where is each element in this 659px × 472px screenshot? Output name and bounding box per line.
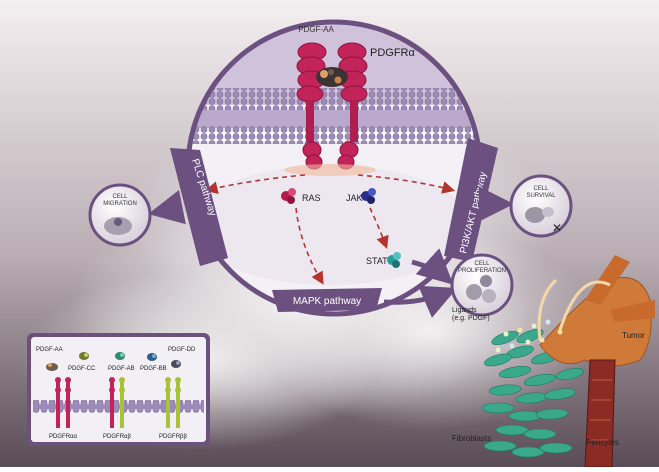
inset-receptor-bb-label: PDGFRββ [159, 434, 187, 440]
inset-receptor-aa [55, 377, 71, 428]
cell-migration-bubble: CELL MIGRATION [88, 183, 152, 247]
survival-label-1: CELL [533, 186, 549, 192]
survival-label-2: SURVIVAL [526, 193, 556, 199]
lipid-bilayer-top [188, 88, 480, 110]
cell-proliferation-bubble: CELL PROLIFERATION [450, 253, 514, 317]
arrow-jak-to-stat [369, 207, 389, 249]
inset-receptor-ab-label: PDGFRαβ [103, 434, 131, 440]
migration-label-2: MIGRATION [103, 201, 137, 207]
inset-ligand-cc: PDGF-CC [68, 366, 96, 372]
ligands-label-1: Ligands [452, 307, 477, 314]
jak-molecule [361, 188, 376, 204]
proliferation-label-1: CELL [474, 261, 490, 267]
fibroblasts-label: Fibroblasts [452, 434, 491, 443]
arrow-to-pi3k [357, 174, 456, 194]
inset-ligand-bb: PDGF-BB [140, 366, 167, 372]
outcome-arrows [148, 186, 514, 318]
ligand-pdgf-aa-icon [46, 363, 58, 371]
inset-receptor-aa-label: PDGFRαα [49, 434, 77, 440]
ligand-pdgf-dd-icon [171, 360, 181, 368]
fibroblast-layer [481, 328, 585, 458]
blood-vessel [584, 359, 616, 468]
inset-ligand-ab: PDGF-AB [108, 366, 135, 372]
signal-arrows [204, 174, 456, 285]
receptor-left [296, 42, 327, 170]
tumor-label: Tumor [622, 331, 645, 340]
tumor-microenvironment: Ligands (e.g. PDGF) Tumor Fibroblasts Pe… [452, 255, 655, 468]
ligand-label: PDGF-AA [298, 25, 334, 34]
jak-label: JAK [346, 193, 363, 203]
inset-ligands [46, 352, 181, 371]
curved-arrows [537, 278, 611, 341]
arrow-to-proliferation [411, 248, 454, 285]
ligands-label-2: (e.g. PDGF) [452, 315, 490, 322]
arrow-mapk-to-proliferation [383, 285, 458, 318]
tumor-mass [539, 255, 655, 367]
proliferation-label-2: PROLIFERATION [458, 268, 506, 274]
ras-label: RAS [302, 193, 321, 203]
arrow-to-migration [148, 189, 186, 225]
pdgf-aa-ligand [316, 67, 348, 87]
ligand-pdgf-ab-icon [115, 352, 125, 360]
pdgfr-alpha-dimer [284, 42, 376, 176]
pericytes-label: Pericytes [586, 438, 619, 447]
ligand-particles [495, 319, 563, 353]
lipid-bilayer-bottom [188, 126, 480, 144]
stat-molecule [387, 252, 401, 268]
death-x-icon: ✕ [552, 221, 562, 235]
inset-ligand-dd: PDGF-DD [168, 347, 196, 353]
membrane-core [188, 110, 480, 128]
activation-glow [284, 164, 376, 176]
arrow-ras-to-mapk [295, 207, 324, 285]
receptor-label: PDGFRα [370, 47, 416, 59]
ligand-receptor-inset: PDGF-AA PDGF-CC PDGF-AB PDGF-BB PDGF-DD … [27, 333, 210, 446]
ligand-pdgf-cc-icon [79, 352, 89, 360]
arrow-to-plc [204, 174, 306, 195]
stat-label: STAT [366, 256, 388, 266]
ras-molecule [281, 188, 296, 204]
cell-survival-bubble: ✕ CELL SURVIVAL [509, 174, 573, 238]
inset-membrane [33, 400, 204, 413]
inset-ligand-aa: PDGF-AA [36, 347, 63, 353]
inset-receptor-bb [165, 377, 181, 428]
mapk-label: MAPK pathway [293, 296, 361, 307]
inset-receptor-ab [109, 377, 125, 428]
migration-label-1: CELL [112, 194, 128, 200]
ligand-pdgf-bb-icon [147, 353, 157, 361]
mapk-pathway-banner: MAPK pathway [272, 288, 382, 312]
